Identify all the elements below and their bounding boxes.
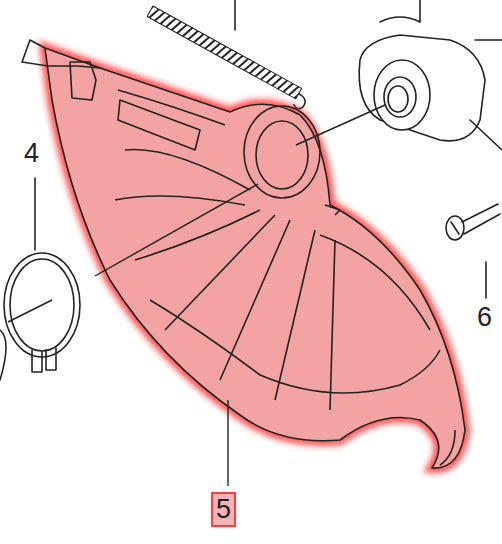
callout-number: 5 — [213, 494, 234, 525]
callout-number: 6 — [477, 304, 492, 331]
callout-number: 4 — [24, 140, 39, 167]
